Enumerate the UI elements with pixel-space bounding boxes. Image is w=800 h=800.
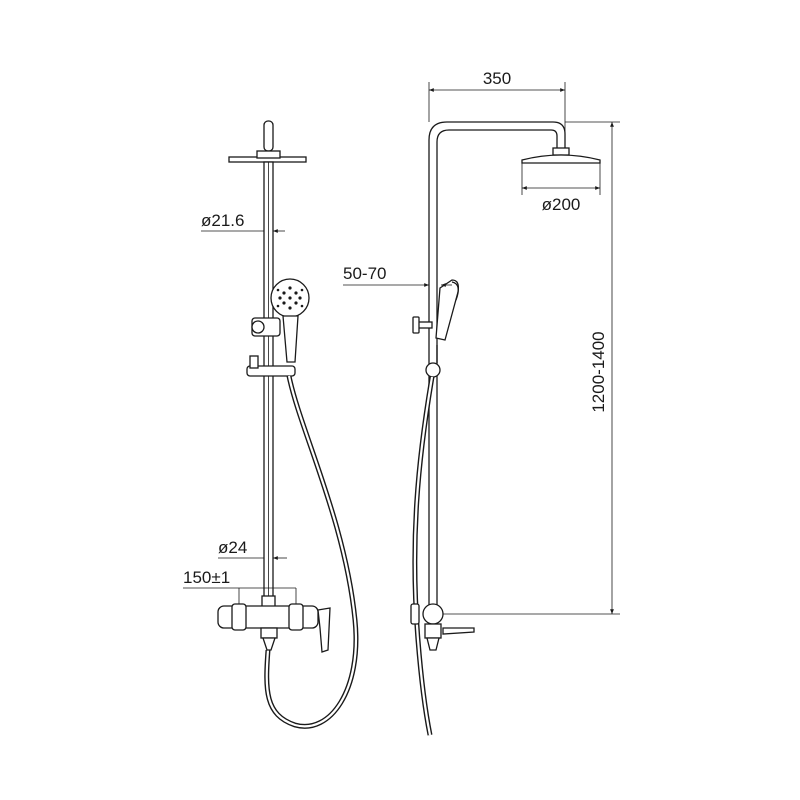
front-view: [217, 120, 359, 729]
hose-outlet-nut: [262, 637, 276, 651]
side-bracket: [417, 321, 433, 329]
dim-height-range: 1200-1400: [589, 331, 608, 412]
front-dimensions: ø21.6 ø24 150±1: [183, 211, 297, 604]
side-dimensions: 350 ø200 50-70 1200-1400: [343, 69, 620, 615]
side-head-connector: [552, 147, 570, 156]
side-mixer-body: [422, 603, 444, 625]
dim-arm-reach: 350: [483, 69, 511, 88]
dim-overhead-diameter: ø21.6: [201, 211, 244, 230]
side-outlet-nut: [426, 637, 440, 651]
side-overhead-head: [521, 154, 601, 164]
side-mixer-lever: [410, 603, 420, 625]
side-bracket-knob: [412, 316, 420, 334]
side-hand-shower: [435, 279, 460, 341]
bracket-knob: [251, 320, 265, 334]
side-view: [410, 121, 601, 736]
mixer-lever: [317, 607, 331, 653]
riser-top-cap: [263, 120, 274, 152]
hand-shower-nozzles: [276, 286, 304, 310]
riser-arm-inner: [436, 129, 558, 605]
tub-spout: [442, 627, 475, 635]
side-outlet: [424, 623, 442, 639]
dim-inlet-spacing: 150±1: [183, 568, 230, 587]
riser-arm-outer: [428, 121, 566, 605]
right-eccentric: [288, 603, 304, 631]
dim-head-diameter: ø200: [542, 195, 581, 214]
hand-shower-handle: [282, 315, 299, 363]
hose-outlet: [260, 627, 278, 639]
side-holder: [425, 362, 441, 378]
hose-holder: [246, 365, 296, 377]
head-connector: [256, 150, 281, 159]
holder-knob: [249, 355, 259, 369]
dim-lower-diameter: ø24: [218, 538, 247, 557]
left-eccentric: [231, 603, 247, 631]
dim-handshower-offset: 50-70: [343, 264, 386, 283]
